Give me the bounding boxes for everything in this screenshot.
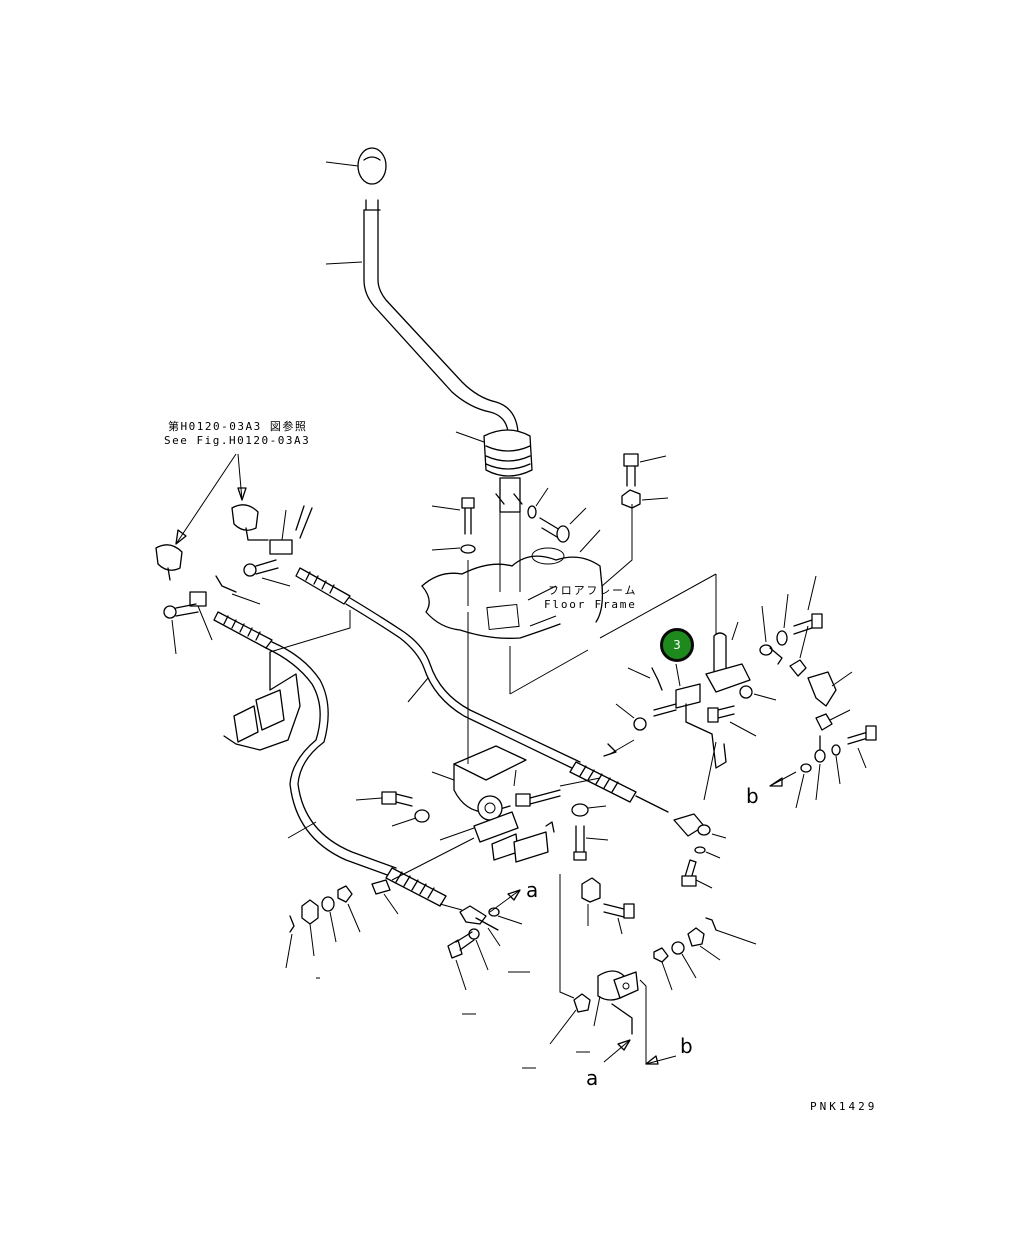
lower-left-hardware xyxy=(285,879,399,969)
callout-badge[interactable]: 3 xyxy=(660,628,694,662)
lower-middle-hardware xyxy=(316,903,530,1015)
lever-boot xyxy=(455,429,549,519)
floor-frame-label-english: Floor Frame xyxy=(544,598,637,611)
right-lever-assembly xyxy=(603,621,777,801)
view-connector-lines xyxy=(489,874,677,1065)
reference-arrows xyxy=(175,453,247,545)
floor-frame-plate xyxy=(421,504,633,639)
left-cable-clamps xyxy=(155,504,313,655)
center-bracket xyxy=(431,573,717,863)
center-bolts xyxy=(355,791,609,881)
boot-bolts xyxy=(431,453,669,554)
view-marker-b-upper: b xyxy=(746,784,759,808)
reference-note-english: See Fig.H0120-03A3 xyxy=(164,434,311,447)
floor-frame-label-japanese: フロアフレーム xyxy=(548,584,638,597)
view-marker-b-lower: b xyxy=(680,1034,693,1058)
reference-note-japanese: 第H0120-03A3 図参照 xyxy=(168,420,308,433)
lower-right-hardware xyxy=(522,877,757,1069)
shift-lever xyxy=(325,147,519,433)
drawing-code: PNK1429 xyxy=(810,1100,878,1113)
view-marker-a-upper: a xyxy=(526,878,539,902)
left-cable-bracket xyxy=(223,610,351,751)
cable-end-hardware xyxy=(681,824,727,889)
far-right-parts xyxy=(759,575,877,809)
view-marker-a-lower: a xyxy=(586,1066,599,1090)
cable-upper xyxy=(295,567,705,837)
cable-lower xyxy=(213,611,447,907)
